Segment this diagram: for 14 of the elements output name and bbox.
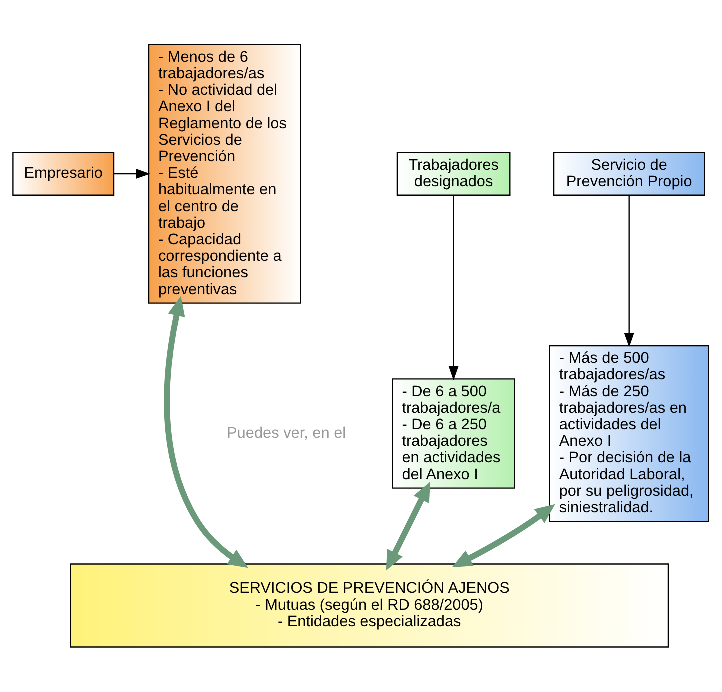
node-box: Empresario (12, 152, 115, 196)
label: Puedes ver, en el (227, 424, 346, 442)
arrow (114, 169, 150, 180)
arrow (164, 296, 248, 568)
node-box: SERVICIOS DE PREVENCIÓN AJENOS - Mutuas (según el RD 688/2005) - Entidades especializadas (70, 564, 670, 648)
node-box: - Menos de 6 trabajadores/as - No actividad del Anexo I del Reglamento de los Servicios de Prevención - Esté habitualmente en el centro de trabajo - Capacidad correspondiente a las funciones preventivas (148, 44, 302, 304)
node-box: - De 6 a 500 trabajadores/a - De 6 a 250 trabajadores en actividades del Anexo I (392, 378, 516, 489)
arrow (624, 195, 634, 348)
node-box: Servicio de Prevención Propio (553, 152, 706, 196)
node-box: Trabajadores designados (396, 152, 511, 196)
node-box: - Más de 500 trabajadores/as - Más de 250 trabajadores/as en actividades del Anexo I - Por decisión de la Autoridad Laboral, por su peligrosidad, siniestralidad. (549, 345, 710, 522)
arrow (448, 195, 459, 381)
arrow (452, 504, 556, 568)
arrow (386, 482, 430, 571)
